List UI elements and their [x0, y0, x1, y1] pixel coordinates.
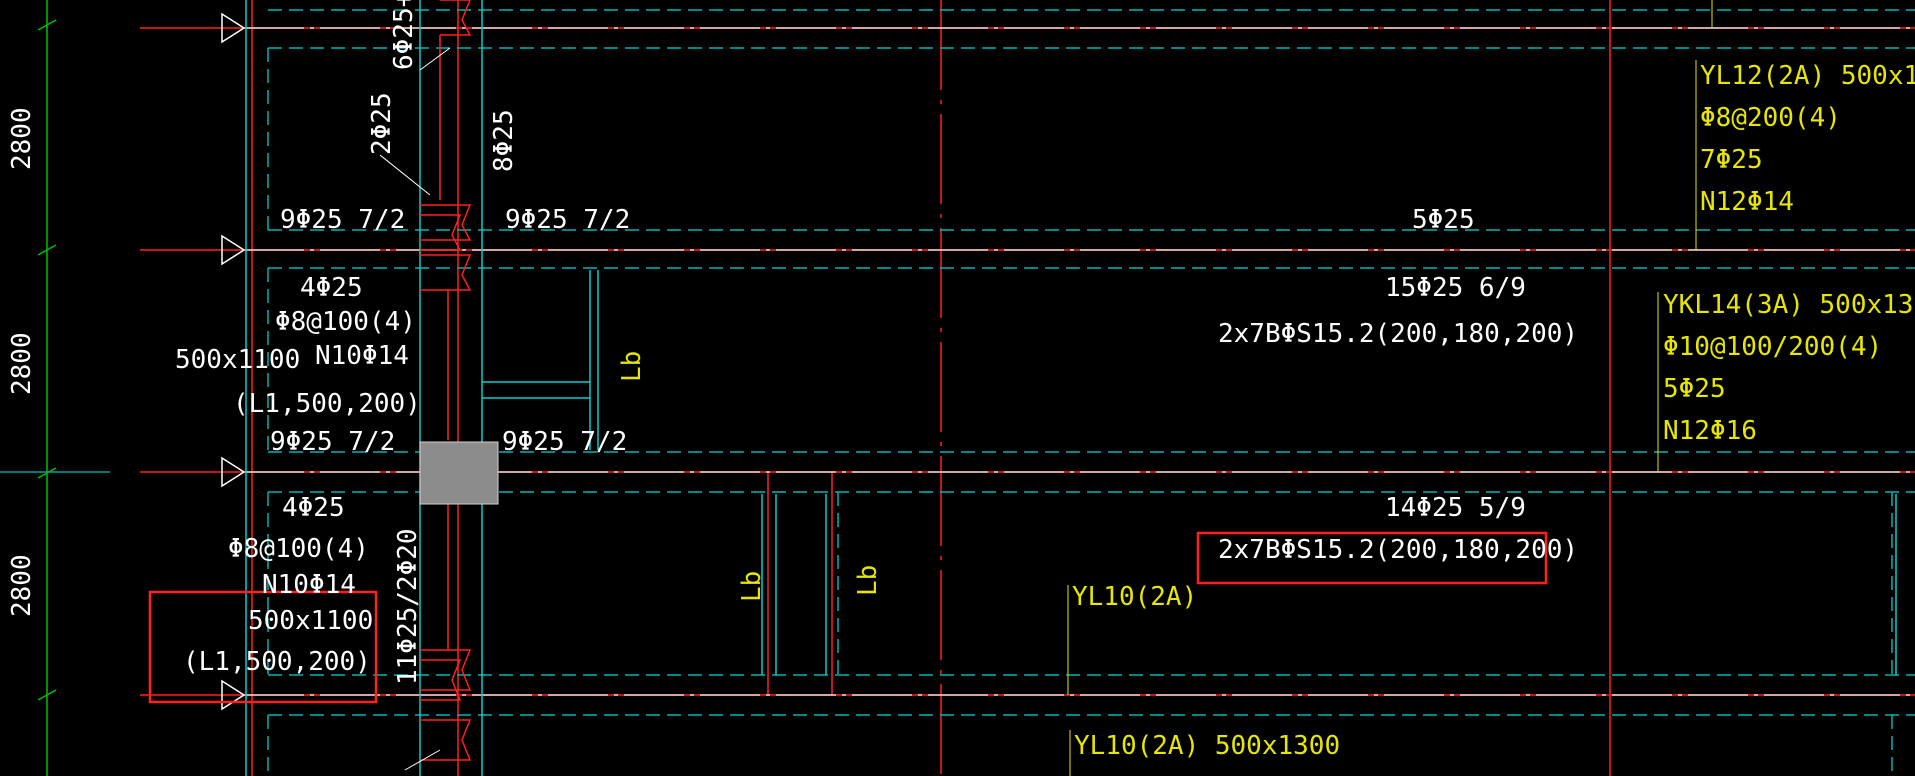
- ul-r8: 9Φ25 7/2: [270, 427, 395, 457]
- col-label-b: 8Φ25: [489, 109, 519, 172]
- ul-r2: 9Φ25 7/2: [505, 205, 630, 235]
- ll-r5: (L1,500,200): [183, 647, 371, 677]
- yl12-top: 7Φ25: [1700, 145, 1763, 175]
- dim-text-2: 2800: [7, 332, 37, 395]
- ll-r2: Φ8@100(4): [228, 534, 369, 564]
- dimension-texts: 2800 2800 2800: [7, 107, 37, 617]
- ykl14-title: YKL14(3A) 500x1300: [1663, 290, 1915, 320]
- ll-r3: N10Φ14: [262, 570, 356, 600]
- yl10-title: YL10(2A) 500x1300: [1074, 731, 1340, 761]
- highlight-box-strand[interactable]: [1196, 531, 1548, 585]
- col-label-top: 6Φ25+: [389, 0, 419, 70]
- rebar-hooks: [420, 0, 472, 761]
- dim-text-1: 2800: [7, 107, 37, 170]
- leader-lines: [379, 0, 1713, 776]
- ul-r4: Φ8@100(4): [275, 307, 416, 337]
- lb-label-a: Lb: [617, 351, 647, 382]
- yl10-tag: YL10(2A): [1072, 582, 1197, 612]
- lb-labels: Lb Lb Lb: [617, 351, 883, 602]
- ykl14-side: N12Φ16: [1663, 416, 1757, 446]
- lb-label-c: Lb: [853, 565, 883, 596]
- col-label-a: 2Φ25: [367, 92, 397, 155]
- lower-bar-label: 14Φ25 5/9: [1385, 493, 1526, 523]
- beam-lower-left: 4Φ25 Φ8@100(4) N10Φ14 500x1100 (L1,500,2…: [183, 493, 373, 677]
- column-block[interactable]: [419, 441, 499, 505]
- yl12-side: N12Φ14: [1700, 187, 1794, 217]
- axis-markers: [221, 12, 246, 711]
- yl12-stirrup: Φ8@200(4): [1700, 103, 1841, 133]
- highlight-box-left[interactable]: [148, 590, 378, 704]
- beam-tag-yl12[interactable]: YL12(2A) 500x1300 Φ8@200(4) 7Φ25 N12Φ14: [1700, 61, 1915, 217]
- ll-r1: 4Φ25: [282, 493, 345, 523]
- beam-tag-yl10[interactable]: YL10(2A) YL10(2A) 500x1300: [1072, 582, 1340, 761]
- beam-upper-left: 9Φ25 7/2 9Φ25 7/2 4Φ25 Φ8@100(4) N10Φ14 …: [175, 205, 630, 457]
- ll-r4: 500x1100: [248, 606, 373, 636]
- col-label-c: 11Φ25/2Φ20: [393, 528, 423, 685]
- lb-label-b: Lb: [737, 571, 767, 602]
- upper-bar-label: 15Φ25 6/9: [1385, 273, 1526, 303]
- ul-r1: 9Φ25 7/2: [280, 205, 405, 235]
- column-labels: 6Φ25+ 2Φ25 8Φ25 11Φ25/2Φ20: [367, 0, 519, 685]
- ykl14-stirrup: Φ10@100/200(4): [1663, 332, 1882, 362]
- wall-lines: [245, 0, 1897, 776]
- beam-edges: [267, 9, 1915, 776]
- top-bar-label: 5Φ25: [1412, 205, 1475, 235]
- ul-r7: (L1,500,200): [233, 389, 421, 419]
- upper-strand-label: 2x7BΦS15.2(200,180,200): [1218, 319, 1578, 349]
- ykl14-top: 5Φ25: [1663, 374, 1726, 404]
- main-span-labels: 5Φ25 15Φ25 6/9 2x7BΦS15.2(200,180,200) 1…: [1218, 205, 1578, 565]
- beam-tag-ykl14[interactable]: YKL14(3A) 500x1300 Φ10@100/200(4) 5Φ25 N…: [1663, 290, 1915, 446]
- ul-r6: 500x1100: [175, 345, 300, 375]
- ul-r5: N10Φ14: [315, 341, 409, 371]
- ul-r9: 9Φ25 7/2: [502, 427, 627, 457]
- dimension-chain: [0, 0, 110, 776]
- beam-centerlines: [244, 27, 1915, 696]
- yl12-title: YL12(2A) 500x1300: [1700, 61, 1915, 91]
- ul-r3: 4Φ25: [300, 273, 363, 303]
- dim-text-3: 2800: [7, 554, 37, 617]
- lower-strand-label: 2x7BΦS15.2(200,180,200): [1218, 535, 1578, 565]
